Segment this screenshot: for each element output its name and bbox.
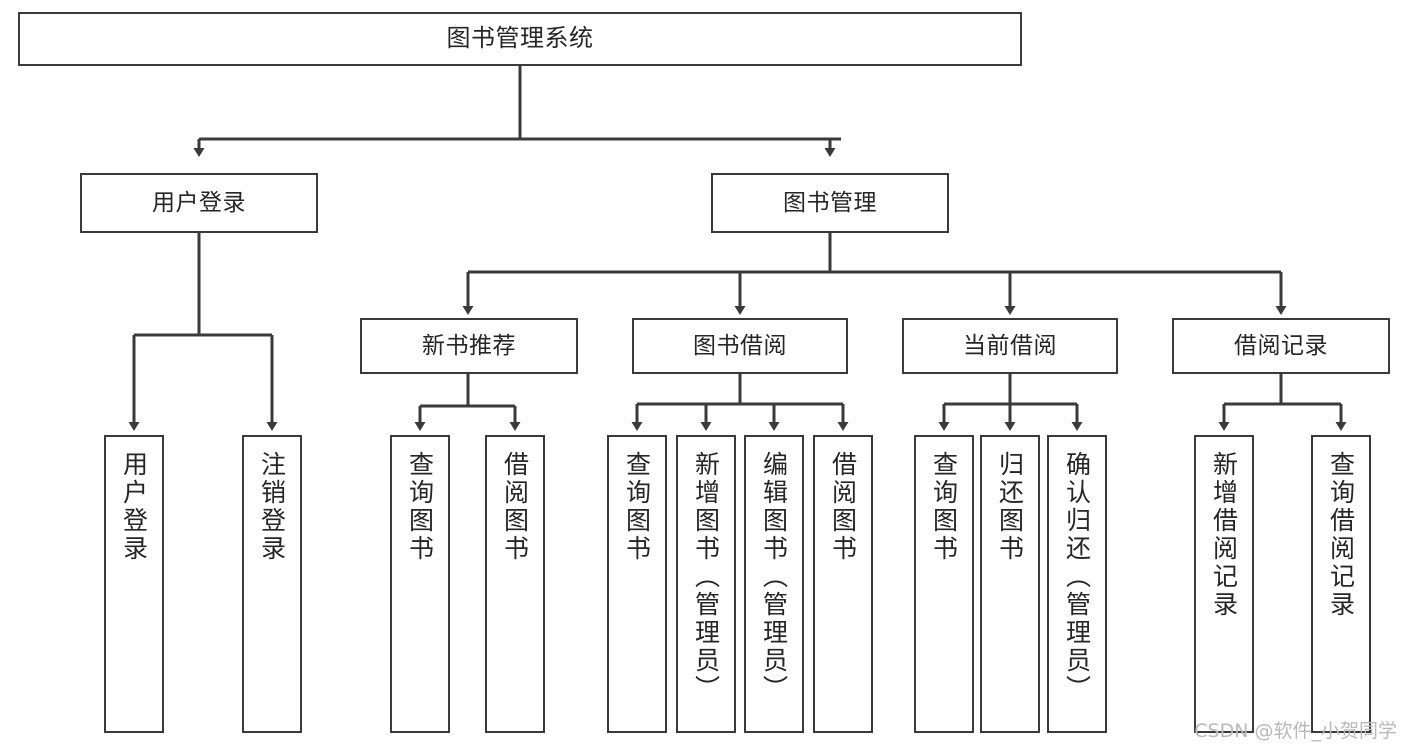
node-label: 借阅图书 bbox=[500, 451, 530, 563]
node-label: 查询借阅记录 bbox=[1326, 451, 1356, 619]
node-borrow-record[interactable]: 借阅记录 bbox=[1172, 318, 1390, 374]
node-new-book-recommend[interactable]: 新书推荐 bbox=[360, 318, 578, 374]
leaf-book-borrow-borrow[interactable]: 借阅图书 bbox=[813, 435, 873, 733]
node-label: 查询图书 bbox=[929, 451, 959, 563]
node-label: 查询图书 bbox=[405, 451, 435, 563]
node-label: 新增图书（管理员） bbox=[691, 451, 721, 703]
node-label: 图书借阅 bbox=[693, 332, 787, 359]
leaf-borrow-record-add[interactable]: 新增借阅记录 bbox=[1194, 435, 1254, 733]
leaf-new-book-borrow[interactable]: 借阅图书 bbox=[485, 435, 545, 733]
leaf-book-borrow-edit[interactable]: 编辑图书（管理员） bbox=[744, 435, 804, 733]
leaf-user-login-signin[interactable]: 用户登录 bbox=[104, 435, 164, 733]
node-label: 注销登录 bbox=[257, 451, 287, 563]
node-user-login[interactable]: 用户登录 bbox=[80, 173, 318, 233]
watermark: CSDN @软件_小贺同学 bbox=[1194, 720, 1397, 742]
node-label: 编辑图书（管理员） bbox=[759, 451, 789, 703]
node-label: 用户登录 bbox=[119, 451, 149, 563]
node-label: 图书管理系统 bbox=[446, 24, 594, 53]
node-label: 借阅图书 bbox=[828, 451, 858, 563]
node-label: 新书推荐 bbox=[422, 332, 516, 359]
node-book-management[interactable]: 图书管理 bbox=[711, 173, 949, 233]
node-current-borrow[interactable]: 当前借阅 bbox=[902, 318, 1118, 374]
node-label: 借阅记录 bbox=[1234, 332, 1328, 359]
leaf-current-borrow-query[interactable]: 查询图书 bbox=[914, 435, 974, 733]
leaf-user-login-signout[interactable]: 注销登录 bbox=[242, 435, 302, 733]
node-label: 归还图书 bbox=[995, 451, 1025, 563]
node-label: 当前借阅 bbox=[963, 332, 1057, 359]
node-root-system[interactable]: 图书管理系统 bbox=[18, 12, 1022, 66]
leaf-current-borrow-return[interactable]: 归还图书 bbox=[980, 435, 1040, 733]
leaf-borrow-record-query[interactable]: 查询借阅记录 bbox=[1311, 435, 1371, 733]
node-label: 新增借阅记录 bbox=[1209, 451, 1239, 619]
leaf-book-borrow-query[interactable]: 查询图书 bbox=[607, 435, 667, 733]
node-label: 用户登录 bbox=[152, 189, 246, 216]
leaf-book-borrow-add[interactable]: 新增图书（管理员） bbox=[676, 435, 736, 733]
leaf-current-borrow-confirm-return[interactable]: 确认归还（管理员） bbox=[1047, 435, 1107, 733]
node-label: 确认归还（管理员） bbox=[1062, 451, 1092, 703]
leaf-new-book-query[interactable]: 查询图书 bbox=[390, 435, 450, 733]
node-label: 查询图书 bbox=[622, 451, 652, 563]
node-book-borrow[interactable]: 图书借阅 bbox=[632, 318, 848, 374]
node-label: 图书管理 bbox=[783, 189, 877, 216]
